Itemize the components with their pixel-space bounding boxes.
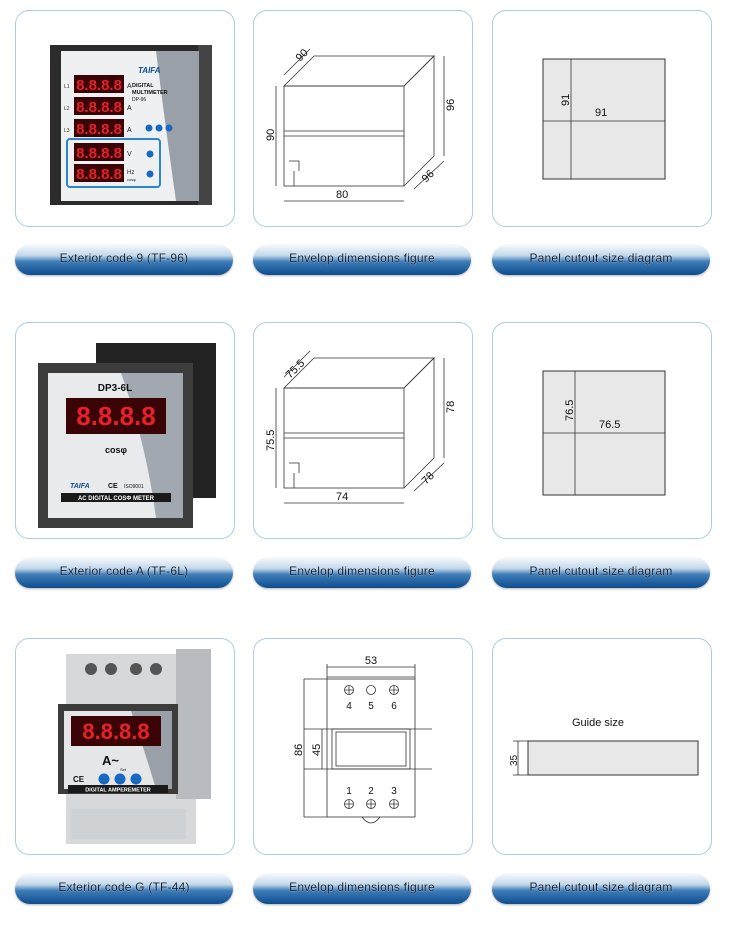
unit-cos: cosφ (105, 445, 128, 455)
exterior-a-card: DP3-6L 8.8.8.8 cosφ TAIFA CE ISO9001 AC … (15, 322, 235, 539)
envelop-9-diagram: 90 90 80 96 96 (265, 47, 457, 202)
dim-height: 90 (265, 129, 277, 141)
cutout-height: 91 (560, 94, 572, 106)
shift-button-icon (146, 150, 154, 158)
exterior-9-label[interactable]: Exterior code 9 (TF-96) (15, 245, 233, 275)
envelop-9-card: 90 90 80 96 96 (253, 10, 473, 227)
dim-height: 86 (293, 744, 305, 756)
envelop-g-card: 53 86 45 4 5 6 1 2 3 (253, 638, 473, 855)
dim-depth: 75.5 (284, 357, 308, 381)
dim-window: 45 (311, 744, 323, 756)
row-label-l2: L2 (64, 106, 70, 112)
unit-a1: A (127, 83, 132, 90)
row-label-l1: L1 (64, 84, 70, 90)
right-button-icon (114, 773, 126, 785)
unit-label: A~ (102, 753, 119, 768)
cutout-a-diagram: 76.5 76.5 (542, 370, 666, 496)
display-1: 8.8.8.8 (76, 77, 122, 94)
dim-side-height: 96 (445, 99, 457, 111)
iso-cert: ISO9001 (124, 484, 144, 490)
right-button-icon (155, 124, 163, 132)
up-button-icon (145, 124, 153, 132)
display-2: 8.8.8.8 (76, 99, 122, 116)
display-3: 8.8.8.8 (76, 121, 122, 138)
term-6: 6 (391, 701, 397, 712)
enter-button-icon (146, 170, 154, 178)
term-3: 3 (391, 786, 397, 797)
cutout-g-card: Guide size 35 (492, 638, 712, 855)
multimeter-dp96-image: 8.8.8.8 8.8.8.8 8.8.8.8 8.8.8.8 8.8.8.8 … (50, 45, 212, 205)
row-label-l3: L3 (64, 128, 70, 134)
digit-displays: 8.8.8.8 8.8.8.8 8.8.8.8 8.8.8.8 8.8.8.8 (74, 75, 124, 183)
down-button-icon (130, 773, 142, 785)
digit-display: 8.8.8.8 (76, 401, 156, 431)
title-line2: MULTIMETER (132, 90, 168, 96)
din-amperemeter-image: 8.8.8.8 A~ Set CE DIGITAL AMPEREMETER (58, 649, 211, 844)
envelop-9-label[interactable]: Envelop dimensions figure (253, 245, 471, 275)
exterior-g-label[interactable]: Exterior code G (TF-44) (15, 874, 233, 904)
dim-height: 75.5 (265, 430, 277, 451)
digit-display: 8.8.8.8 (82, 719, 149, 744)
brand-logo: TAIFA (70, 483, 90, 490)
envelop-a-label[interactable]: Envelop dimensions figure (253, 558, 471, 588)
unit-hz: Hz (127, 170, 134, 176)
display-5: 8.8.8.8 (76, 166, 122, 183)
envelop-a-card: 75.5 75.5 74 78 78 (253, 322, 473, 539)
meter-footer: DIGITAL AMPEREMETER (85, 788, 151, 794)
model-label: DP-96 (132, 97, 146, 103)
dim-width: 74 (336, 491, 348, 503)
unit-a3: A (127, 127, 132, 134)
meter-footer: AC DIGITAL COSΦ METER (78, 496, 155, 502)
cutout-g-diagram: Guide size 35 (509, 717, 699, 776)
brand-logo: TAIFA (138, 66, 161, 75)
guide-title: Guide size (572, 717, 624, 729)
term-4: 4 (346, 701, 352, 712)
term-5: 5 (368, 701, 374, 712)
meter-model: DP3-6L (98, 383, 132, 394)
ce-mark: CE (108, 483, 118, 490)
cutout-height: 76.5 (564, 400, 576, 421)
envelop-g-diagram: 53 86 45 4 5 6 1 2 3 (293, 655, 432, 824)
unit-v: V (127, 151, 132, 158)
display-4: 8.8.8.8 (76, 145, 122, 162)
ce-mark: CE (73, 775, 85, 784)
envelop-a-diagram: 75.5 75.5 74 78 78 (265, 350, 457, 504)
unit-a2: A (127, 105, 132, 112)
dim-side-height: 78 (445, 401, 457, 413)
cutout-height: 35 (509, 754, 520, 766)
cutout-a-label[interactable]: Panel cutout size diagram (492, 558, 710, 588)
cutout-width: 91 (595, 107, 607, 119)
cutout-width: 76.5 (599, 419, 620, 431)
set-label: Set (120, 767, 127, 772)
cutout-9-diagram: 91 91 (542, 58, 666, 180)
exterior-9-card: 8.8.8.8 8.8.8.8 8.8.8.8 8.8.8.8 8.8.8.8 … (15, 10, 235, 227)
envelop-g-label[interactable]: Envelop dimensions figure (253, 874, 471, 904)
cutout-9-label[interactable]: Panel cutout size diagram (492, 245, 710, 275)
exterior-a-label[interactable]: Exterior code A (TF-6L) (15, 558, 233, 588)
title-line1: DIGITAL (132, 83, 154, 89)
term-1: 1 (346, 786, 352, 797)
dim-width: 80 (336, 189, 348, 201)
cutout-a-card: 76.5 76.5 (492, 322, 712, 539)
term-2: 2 (368, 786, 374, 797)
unit-cos: cosφ (127, 177, 136, 182)
up-button-icon (98, 773, 110, 785)
cos-meter-dp36l-image: DP3-6L 8.8.8.8 cosφ TAIFA CE ISO9001 AC … (38, 343, 216, 528)
cutout-g-label[interactable]: Panel cutout size diagram (492, 874, 710, 904)
cutout-9-card: 91 91 (492, 10, 712, 227)
dim-width: 53 (365, 655, 377, 667)
exterior-g-card: 8.8.8.8 A~ Set CE DIGITAL AMPEREMETER (15, 638, 235, 855)
down-button-icon (165, 124, 173, 132)
